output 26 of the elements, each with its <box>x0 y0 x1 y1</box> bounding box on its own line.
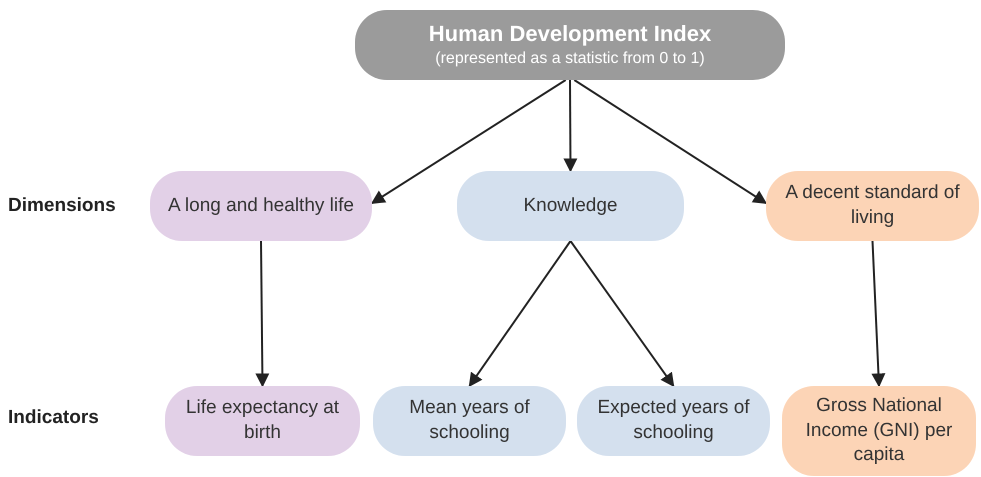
arrow <box>871 240 886 388</box>
node-label: Knowledge <box>523 194 618 218</box>
arrow <box>468 240 572 388</box>
row-label: Indicators <box>8 407 99 429</box>
node-label: A long and healthy life <box>168 194 354 218</box>
arrow <box>574 79 768 204</box>
node-label: Mean years of schooling <box>408 396 531 445</box>
node-label: A decent standard of living <box>784 181 961 230</box>
arrow <box>370 79 566 204</box>
rounded-box <box>150 171 372 241</box>
rounded-box <box>577 386 770 456</box>
node-label: Gross National Income (GNI) per capita <box>804 394 954 468</box>
arrow <box>563 80 578 172</box>
row-label: Dimensions <box>8 195 116 217</box>
rounded-box <box>165 386 360 456</box>
rounded-box <box>782 386 976 476</box>
rounded-box <box>457 171 684 241</box>
node-label: Life expectancy at birth <box>184 396 340 445</box>
title-box <box>355 10 785 80</box>
heading: Human Development Index <box>428 20 712 48</box>
subheading: (represented as a statistic from 0 to 1) <box>435 48 705 69</box>
node-label: Expected years of schooling <box>596 396 751 445</box>
rounded-box <box>766 171 979 241</box>
arrow <box>255 241 270 388</box>
arrow <box>570 240 674 388</box>
rounded-box <box>373 386 566 456</box>
